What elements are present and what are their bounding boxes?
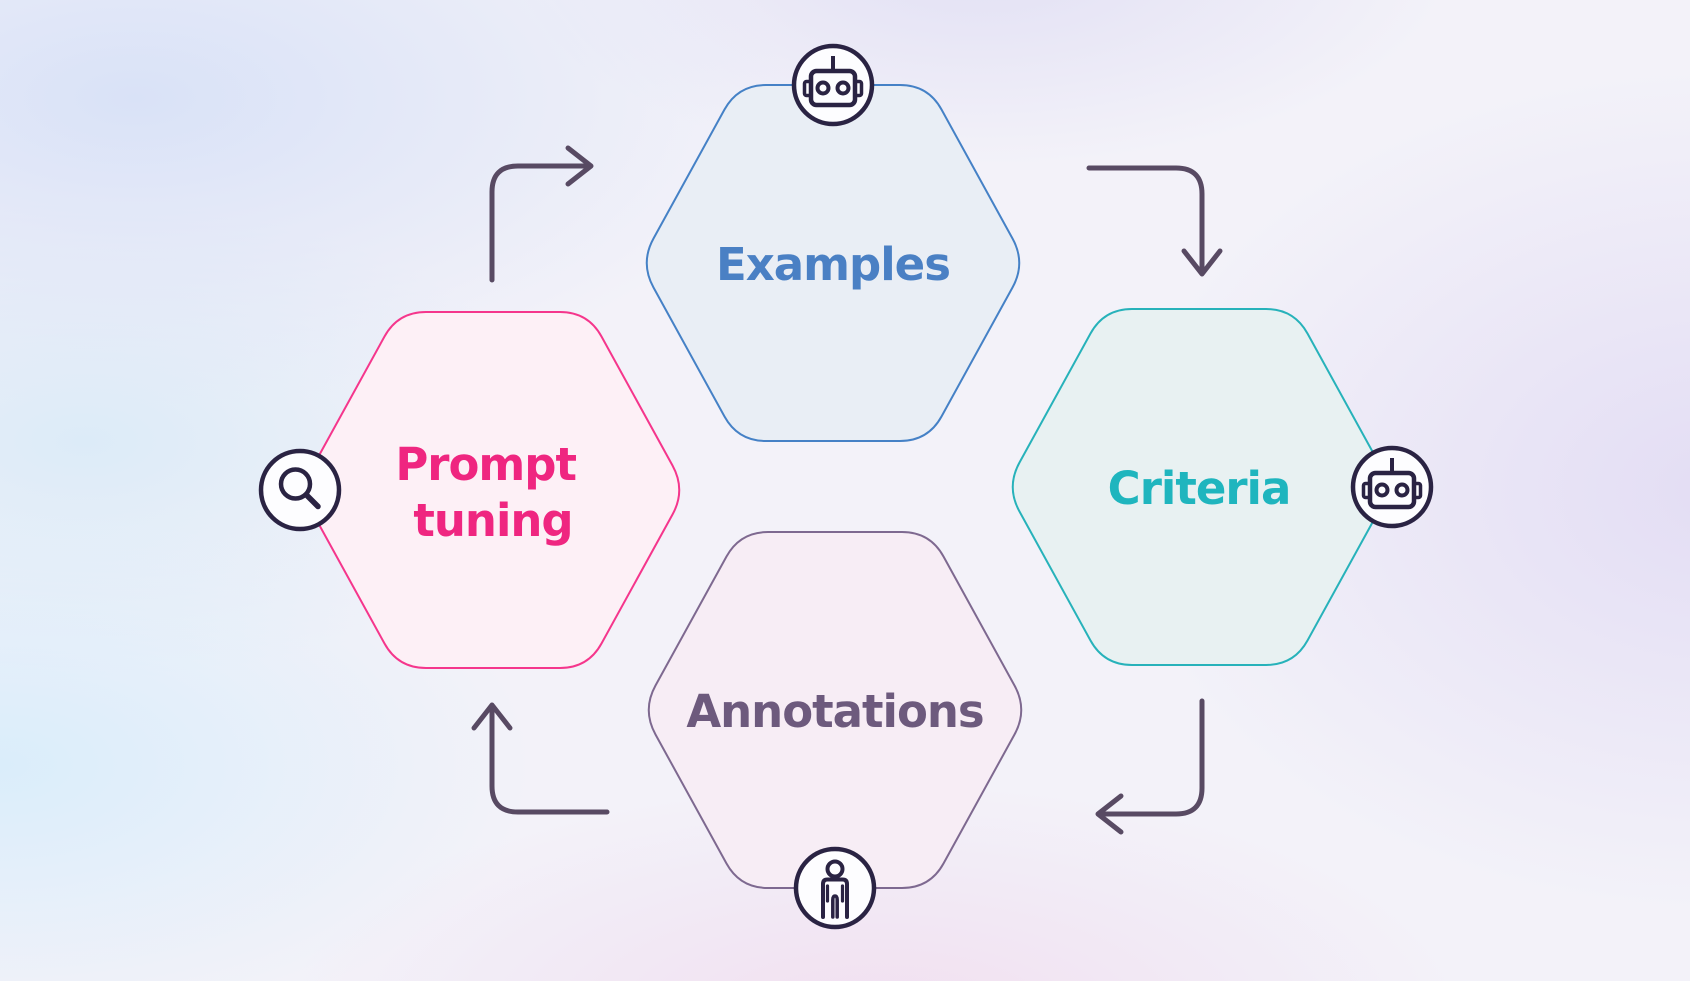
hexagon-node-examples: Examples — [645, 84, 1021, 442]
arrowhead-left-icon — [1095, 793, 1124, 835]
arrow-examples-to-criteria — [1086, 165, 1223, 277]
person-icon — [796, 849, 874, 927]
node-label-line-1: Prompt — [395, 438, 576, 491]
arrow-criteria-to-annotations — [1095, 698, 1205, 835]
hexagon-node-criteria: Criteria — [1011, 308, 1387, 666]
node-label-criteria: Criteria — [1108, 462, 1291, 515]
node-label-line-2: tuning — [413, 494, 572, 547]
arrowhead-down-icon — [1181, 248, 1223, 277]
node-label-annotations: Annotations — [686, 685, 983, 738]
robot-icon — [1353, 448, 1431, 526]
hexagon-node-annotations: Annotations — [647, 531, 1023, 889]
node-label-prompt-tuning: Prompt tuning — [395, 438, 590, 547]
node-label-examples: Examples — [716, 238, 950, 291]
hexagon-node-prompt-tuning: Prompt tuning — [305, 311, 681, 669]
arrowhead-right-icon — [565, 145, 594, 187]
robot-icon — [794, 46, 872, 124]
magnifying-glass-icon — [261, 451, 339, 529]
arrow-annotations-to-prompt-tuning — [471, 702, 610, 815]
arrow-prompt-tuning-to-examples — [489, 145, 594, 283]
arrowhead-up-icon — [471, 702, 513, 731]
